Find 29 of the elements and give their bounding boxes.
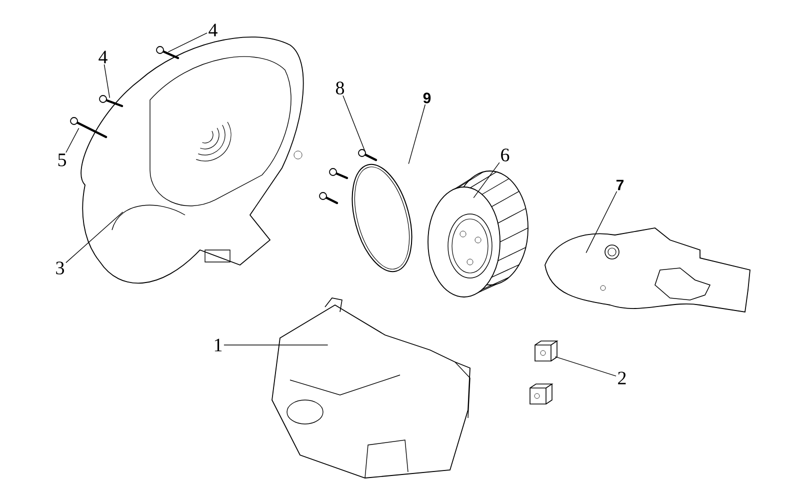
leader-line <box>473 162 500 198</box>
callout-number: 6 <box>501 148 510 162</box>
callout-number: 8 <box>336 82 344 94</box>
callout-number: 4 <box>208 24 218 36</box>
callout-number: 7 <box>616 180 624 190</box>
fan-drawing <box>428 170 528 298</box>
callout-number: 3 <box>56 262 64 274</box>
leader-line <box>66 128 80 153</box>
housing-drawing <box>272 298 470 478</box>
screw-drawing <box>70 117 108 138</box>
callout-number: 4 <box>98 50 108 64</box>
leader-line <box>66 212 124 264</box>
gasket-drawing <box>544 228 750 312</box>
leader-line <box>586 191 618 254</box>
leader-line <box>104 64 110 98</box>
leader-line <box>168 32 208 52</box>
callout-number: 2 <box>618 372 626 384</box>
callout-number: 5 <box>58 154 66 166</box>
o-ring-drawing <box>352 164 412 272</box>
callout-number: 1 <box>214 338 222 352</box>
leader-line <box>408 104 426 164</box>
nut-drawing <box>534 340 558 362</box>
bolt-drawing <box>99 95 124 108</box>
leader-line <box>224 344 328 346</box>
leader-line <box>554 356 616 376</box>
bolt-drawing <box>156 46 180 60</box>
bolt-drawing <box>358 149 378 162</box>
cover-drawing <box>80 36 304 284</box>
callout-number: 9 <box>423 92 431 104</box>
